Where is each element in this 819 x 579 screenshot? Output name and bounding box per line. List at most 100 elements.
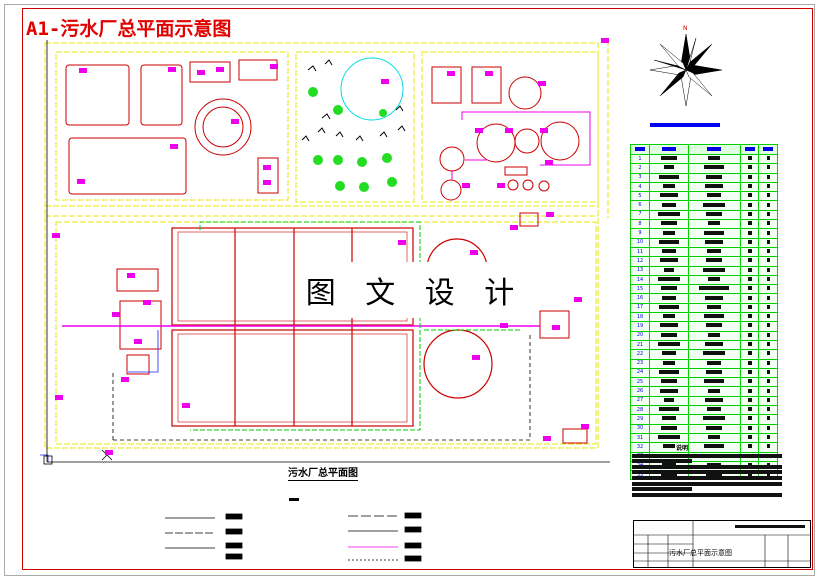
row-index: 29 xyxy=(630,414,650,425)
row-spec-cell xyxy=(687,274,741,286)
row-index: 10 xyxy=(630,237,650,248)
row-spec-cell xyxy=(687,386,741,397)
table-row: 14 xyxy=(630,274,778,286)
table-row: 30 xyxy=(630,423,778,434)
sheet-outer-border xyxy=(4,4,815,576)
row-spec-cell xyxy=(687,414,741,425)
row-qty-cell xyxy=(758,442,778,453)
watermark-text: 图 文 设 计 xyxy=(305,276,525,311)
row-unit-cell xyxy=(739,358,760,369)
table-row: 31 xyxy=(630,432,778,444)
row-index: 25 xyxy=(630,377,650,388)
row-name-cell xyxy=(649,228,689,239)
drawing-title: A1-污水厂总平面示意图 xyxy=(26,18,232,40)
row-spec-cell xyxy=(687,228,741,239)
sheet-frame xyxy=(22,8,813,570)
row-unit-cell xyxy=(739,367,760,379)
row-spec-cell xyxy=(687,395,741,407)
row-index: 15 xyxy=(630,284,650,295)
row-spec-cell xyxy=(687,358,741,369)
row-index: 26 xyxy=(630,386,650,397)
note-line xyxy=(632,481,782,486)
row-unit-cell xyxy=(739,432,760,444)
table-row: 21 xyxy=(630,339,778,351)
row-spec-cell xyxy=(687,163,741,174)
table-row: 3 xyxy=(630,172,778,183)
row-unit-cell xyxy=(739,312,760,323)
header-cell xyxy=(687,144,741,155)
table-title-mark xyxy=(650,121,720,128)
row-name-cell xyxy=(649,414,689,425)
table-row: 22 xyxy=(630,349,778,360)
table-row: 19 xyxy=(630,321,778,332)
notes-block xyxy=(632,452,782,498)
row-index: 4 xyxy=(630,181,650,193)
table-row: 17 xyxy=(630,302,778,314)
row-index: 12 xyxy=(630,256,650,267)
row-name-cell xyxy=(649,321,689,332)
row-index: 20 xyxy=(630,330,650,341)
blue-pipes xyxy=(40,330,159,462)
row-index: 16 xyxy=(630,293,650,304)
row-qty-cell xyxy=(758,432,778,444)
row-spec-cell xyxy=(687,209,741,221)
fence xyxy=(112,335,531,441)
row-qty-cell xyxy=(758,181,778,193)
row-spec-cell xyxy=(687,349,741,360)
table-row: 23 xyxy=(630,358,778,369)
row-spec-cell xyxy=(687,191,741,202)
row-spec-cell xyxy=(687,339,741,351)
row-spec-cell xyxy=(687,172,741,183)
row-unit-cell xyxy=(739,209,760,221)
aeration-tanks xyxy=(171,227,414,427)
row-index: 30 xyxy=(630,423,650,434)
table-row: 9 xyxy=(630,228,778,239)
row-name-cell xyxy=(649,312,689,323)
north-label: N xyxy=(683,25,688,32)
row-index: 1 xyxy=(630,153,650,165)
row-qty-cell xyxy=(758,209,778,221)
row-spec-cell xyxy=(687,153,741,165)
row-spec-cell xyxy=(687,442,741,453)
row-unit-cell xyxy=(739,274,760,286)
row-name-cell xyxy=(649,274,689,286)
row-unit-cell xyxy=(739,442,760,453)
row-qty-cell xyxy=(758,256,778,267)
row-spec-cell xyxy=(687,404,741,416)
green-zone xyxy=(301,57,406,192)
row-spec-cell xyxy=(687,302,741,314)
table-row: 24 xyxy=(630,367,778,379)
row-qty-cell xyxy=(758,153,778,165)
row-unit-cell xyxy=(739,284,760,295)
table-row: 2 xyxy=(630,163,778,174)
row-spec-cell xyxy=(687,312,741,323)
row-unit-cell xyxy=(739,191,760,202)
row-index: 19 xyxy=(630,321,650,332)
row-index: 18 xyxy=(630,312,650,323)
row-name-cell xyxy=(649,377,689,388)
note-line xyxy=(632,492,782,497)
row-unit-cell xyxy=(739,256,760,267)
row-spec-cell xyxy=(687,423,741,434)
row-index: 9 xyxy=(630,228,650,239)
row-name-cell xyxy=(649,237,689,248)
row-index: 6 xyxy=(630,200,650,211)
annotation-tags xyxy=(52,38,609,455)
row-name-cell xyxy=(649,386,689,397)
table-header-row xyxy=(630,144,778,155)
row-spec-cell xyxy=(687,284,741,295)
plan-caption: 污水厂总平面图 xyxy=(288,464,358,481)
note-line xyxy=(632,475,782,480)
row-spec-cell xyxy=(687,200,741,211)
row-name-cell xyxy=(649,404,689,416)
row-qty-cell xyxy=(758,386,778,397)
row-unit-cell xyxy=(739,339,760,351)
table-row: 11 xyxy=(630,246,778,258)
row-spec-cell xyxy=(687,432,741,444)
note-line xyxy=(632,453,782,458)
row-unit-cell xyxy=(739,265,760,276)
row-qty-cell xyxy=(758,163,778,174)
legend xyxy=(165,512,422,562)
row-spec-cell xyxy=(687,219,741,230)
